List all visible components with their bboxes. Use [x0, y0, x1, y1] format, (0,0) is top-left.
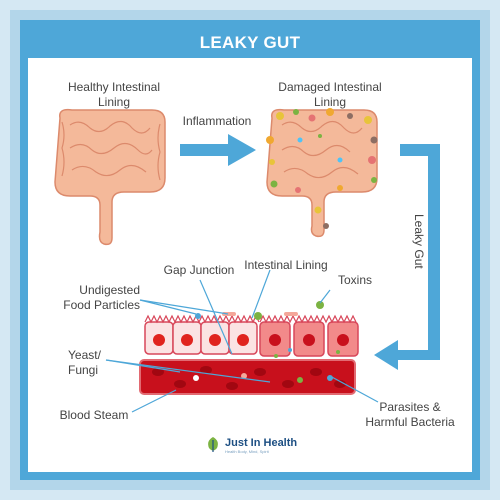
label-toxins: Toxins — [337, 273, 372, 287]
inflammation-microbes — [266, 108, 378, 229]
brand-tagline: Health Body, Mind, Spirit — [225, 448, 269, 454]
diagram-panel: LEAKY GUT — [20, 20, 480, 480]
label-blood-stream: Blood Steam — [59, 408, 129, 422]
label-healthy-lining: Healthy Intestinal Lining — [67, 80, 161, 109]
leaf-icon — [208, 437, 218, 452]
label-leaky-gut: Leaky Gut — [412, 214, 426, 269]
label-undigested-line2: Food Particles — [63, 298, 140, 312]
callout-lines — [105, 269, 379, 413]
label-undigested-line1: Undigested — [79, 283, 140, 297]
label-parasites-line2: Harmful Bacteria — [365, 415, 455, 429]
title-bar: LEAKY GUT — [28, 28, 472, 58]
damaged-intestine-illustration — [266, 108, 378, 238]
healthy-intestine-illustration — [54, 108, 166, 246]
label-yeast-line1: Yeast/ — [68, 348, 101, 362]
label-damaged-lining: Damaged Intestinal Lining — [278, 80, 382, 109]
leaky-gut-arrow — [374, 144, 440, 370]
label-undigested-food: Undigested Food Particles — [40, 283, 140, 313]
inflammation-arrow — [180, 134, 256, 166]
brand-logo: Just In Health Health Body, Mind, Spirit — [205, 436, 297, 454]
label-parasites-line1: Parasites & — [379, 400, 441, 414]
label-yeast-line2: Fungi — [68, 363, 99, 377]
page-title: LEAKY GUT — [199, 33, 301, 52]
label-yeast-fungi: Yeast/ Fungi — [68, 348, 128, 378]
label-gap-junction: Gap Junction — [163, 263, 235, 277]
label-intestinal-lining: Intestinal Lining — [244, 258, 328, 272]
brand-name: Just In Health — [225, 436, 298, 449]
label-parasites-bacteria: Parasites & Harmful Bacteria — [360, 400, 460, 430]
label-inflammation: Inflammation — [182, 114, 252, 128]
blood-stream — [139, 348, 356, 395]
